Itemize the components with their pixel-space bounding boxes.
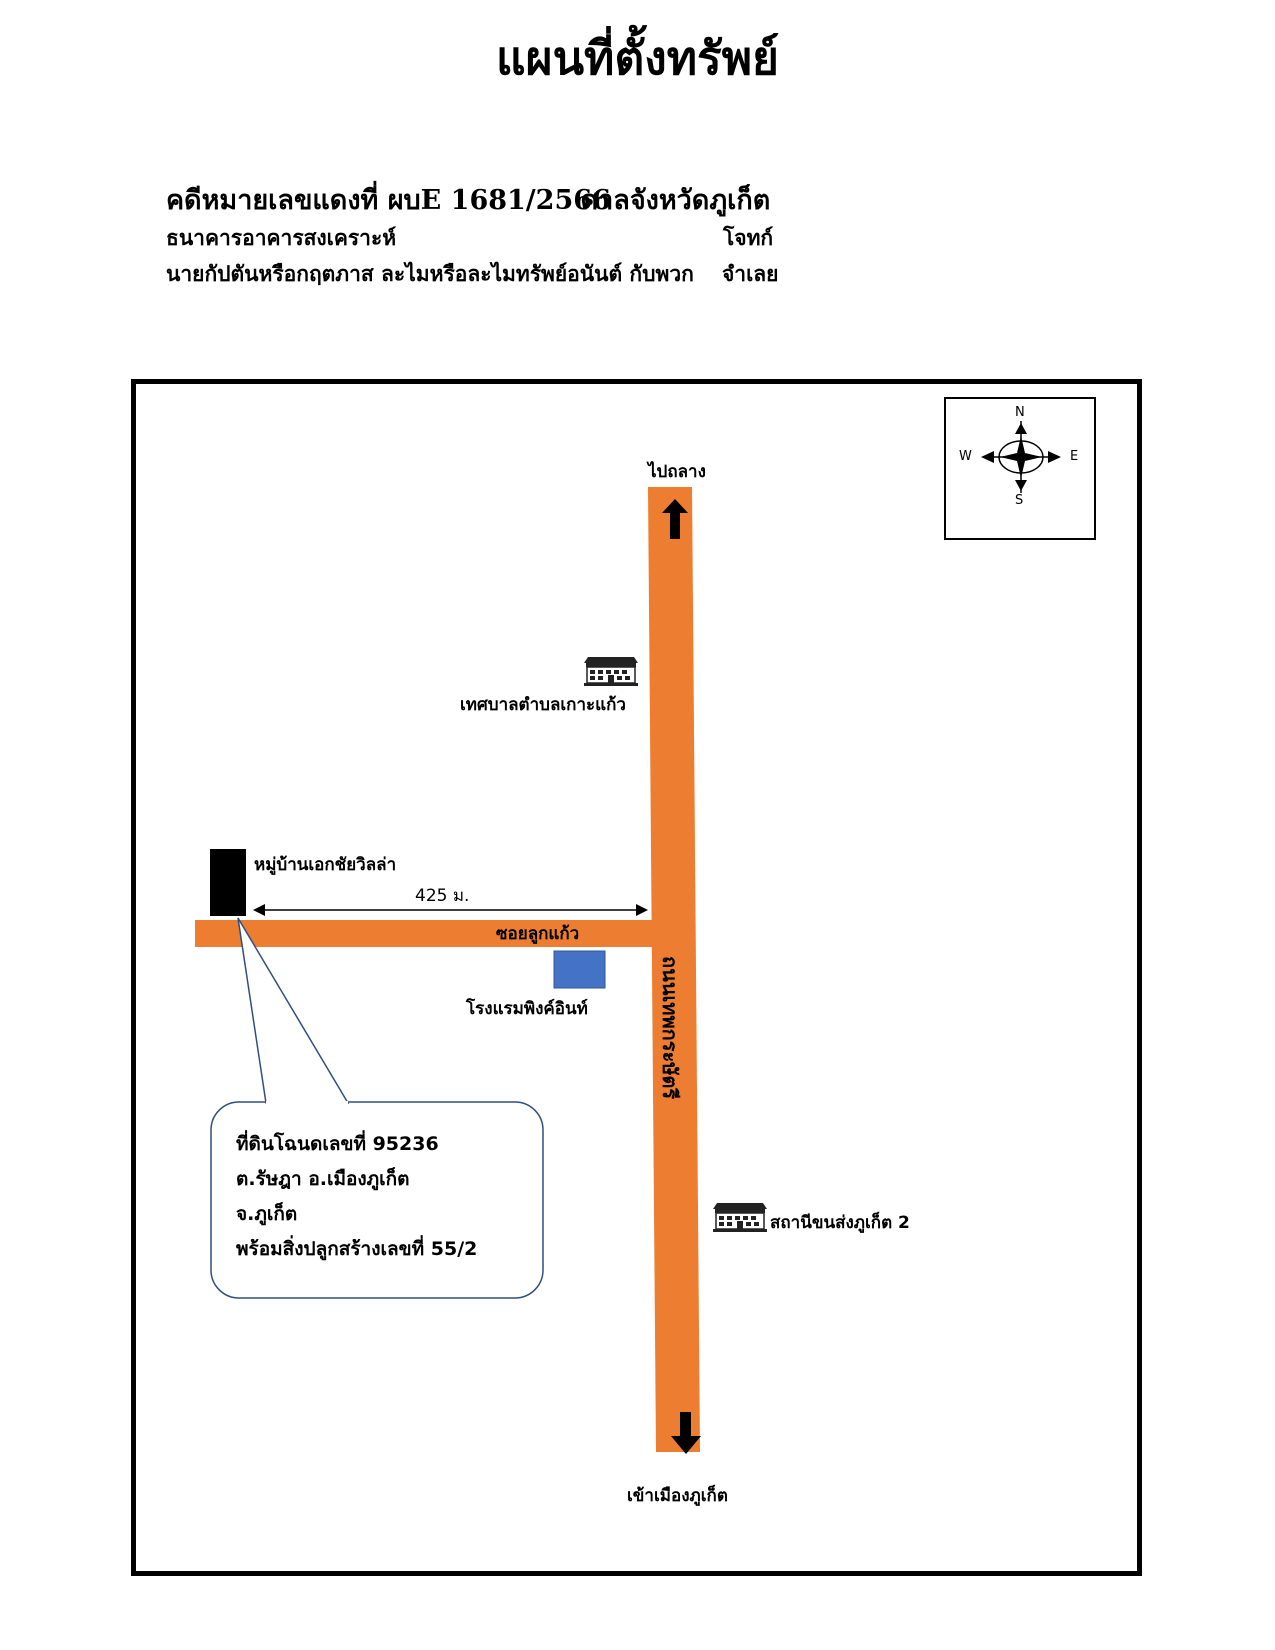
label-to-north: ไปถลาง	[648, 462, 706, 482]
label-hotel: โรงแรมพิงค์อินท์	[466, 999, 588, 1019]
distance-arrow	[253, 904, 648, 916]
plaintiff-name: ธนาคารอาคารสงเคราะห์	[166, 225, 397, 250]
compass-box: N S W E	[944, 397, 1096, 540]
callout-line: ต.รัษฎา อ.เมืองภูเก็ต	[236, 1168, 410, 1190]
label-village: หมู่บ้านเอกชัยวิลล่า	[254, 855, 397, 875]
building-icon	[584, 657, 638, 686]
label-distance: 425 ม.	[415, 886, 470, 906]
page-title: แผนที่ตั้งทรัพย์	[495, 31, 779, 85]
compass-rose-icon	[981, 421, 1061, 493]
case-number: คดีหมายเลขแดงที่ ผบE 1681/2566	[166, 185, 611, 216]
hotel-marker	[553, 950, 606, 989]
court-name: ศาลจังหวัดภูเก็ต	[581, 185, 771, 216]
arrow-down-icon	[671, 1412, 701, 1454]
compass-north: N	[1015, 405, 1025, 420]
property-callout	[210, 917, 544, 1299]
defendant-role: จำเลย	[722, 261, 779, 286]
defendant-name: นายกัปตันหรือกฤตภาส ละไมหรือละไมทรัพย์อน…	[166, 261, 694, 286]
label-to-south: เข้าเมืองภูเก็ต	[627, 1486, 728, 1506]
map-frame	[131, 379, 1142, 1576]
label-soi-road: ซอยลูกแก้ว	[496, 924, 580, 944]
building-icon	[713, 1203, 767, 1232]
main-road	[648, 487, 700, 1452]
soi-road	[195, 920, 652, 947]
compass-west: W	[959, 449, 972, 464]
label-bus-station: สถานีขนส่งภูเก็ต 2	[770, 1213, 910, 1233]
arrow-up-icon	[662, 499, 688, 539]
plaintiff-role: โจทก์	[723, 225, 774, 250]
compass-east: E	[1070, 449, 1079, 464]
label-municipality: เทศบาลตำบลเกาะแก้ว	[460, 695, 626, 715]
callout-text: ที่ดินโฉนดเลขที่ 95236 ต.รัษฎา อ.เมืองภู…	[236, 1127, 477, 1267]
compass-south: S	[1015, 493, 1024, 508]
callout-line: จ.ภูเก็ต	[236, 1203, 298, 1225]
callout-line: ที่ดินโฉนดเลขที่ 95236	[236, 1133, 439, 1155]
label-main-road: ถนนเทพกระษัตรี	[658, 956, 682, 1100]
property-marker	[210, 849, 246, 916]
callout-line: พร้อมสิ่งปลูกสร้างเลขที่ 55/2	[236, 1238, 478, 1260]
